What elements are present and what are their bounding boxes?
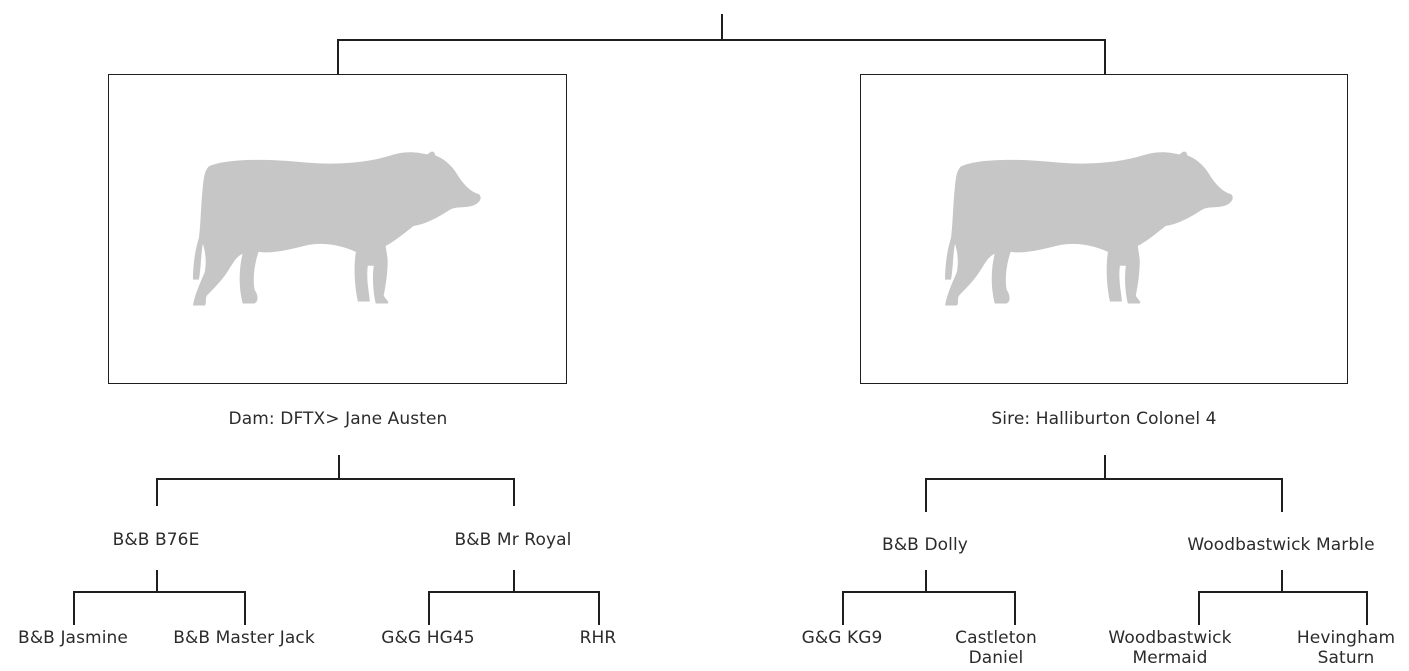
- sire-grandparent-1: B&B Dolly: [882, 535, 968, 555]
- sire-grandparent-2: Woodbastwick Marble: [1187, 535, 1375, 555]
- dam-grandparent-2: B&B Mr Royal: [454, 530, 572, 550]
- root-branch: [337, 39, 1105, 41]
- dam-parents-connector: [338, 455, 340, 479]
- dam-drop-line: [337, 39, 339, 75]
- sire-gp2-branch: [1198, 591, 1367, 593]
- dam-great-grandparent-2: B&B Master Jack: [173, 628, 315, 648]
- sire-parents-connector: [1104, 455, 1106, 479]
- sire-gp2-drop: [1281, 478, 1283, 512]
- sire-ggp4-drop: [1366, 591, 1368, 625]
- root-connector: [721, 14, 723, 40]
- sire-gp2-connector: [1281, 570, 1283, 592]
- dam-ggp1-drop: [73, 591, 75, 625]
- dam-parents-branch: [156, 478, 514, 480]
- dam-grandparent-1: B&B B76E: [112, 530, 200, 550]
- sire-photo: [860, 74, 1348, 384]
- dam-label: Dam: DFTX> Jane Austen: [228, 409, 448, 429]
- sire-gp1-branch: [842, 591, 1015, 593]
- sire-label: Sire: Halliburton Colonel 4: [991, 409, 1217, 429]
- dam-gp1-connector: [156, 570, 158, 592]
- dam-great-grandparent-4: RHR: [579, 628, 617, 648]
- sire-gp1-connector: [925, 570, 927, 592]
- dam-gp2-branch: [428, 591, 599, 593]
- sire-ggp1-drop: [842, 591, 844, 625]
- dam-gp1-drop: [156, 478, 158, 506]
- dam-ggp3-drop: [428, 591, 430, 625]
- sire-great-grandparent-1: G&G KG9: [801, 628, 883, 648]
- dam-photo: [108, 74, 567, 384]
- cow-silhouette-icon: [192, 151, 481, 306]
- dam-great-grandparent-1: B&B Jasmine: [18, 628, 128, 648]
- dam-great-grandparent-3: G&G HG45: [381, 628, 475, 648]
- dam-gp2-drop: [513, 478, 515, 506]
- sire-great-grandparent-4: Hevingham Saturn: [1296, 628, 1396, 668]
- cow-silhouette-icon: [945, 151, 1233, 306]
- sire-great-grandparent-2: Castleton Daniel: [955, 628, 1037, 668]
- dam-gp2-connector: [513, 570, 515, 592]
- sire-parents-branch: [925, 478, 1282, 480]
- sire-drop-line: [1104, 39, 1106, 75]
- sire-gp1-drop: [925, 478, 927, 512]
- dam-ggp4-drop: [598, 591, 600, 625]
- dam-gp1-branch: [73, 591, 245, 593]
- dam-ggp2-drop: [244, 591, 246, 625]
- sire-ggp3-drop: [1198, 591, 1200, 625]
- sire-ggp2-drop: [1014, 591, 1016, 625]
- sire-great-grandparent-3: Woodbastwick Mermaid: [1108, 628, 1232, 668]
